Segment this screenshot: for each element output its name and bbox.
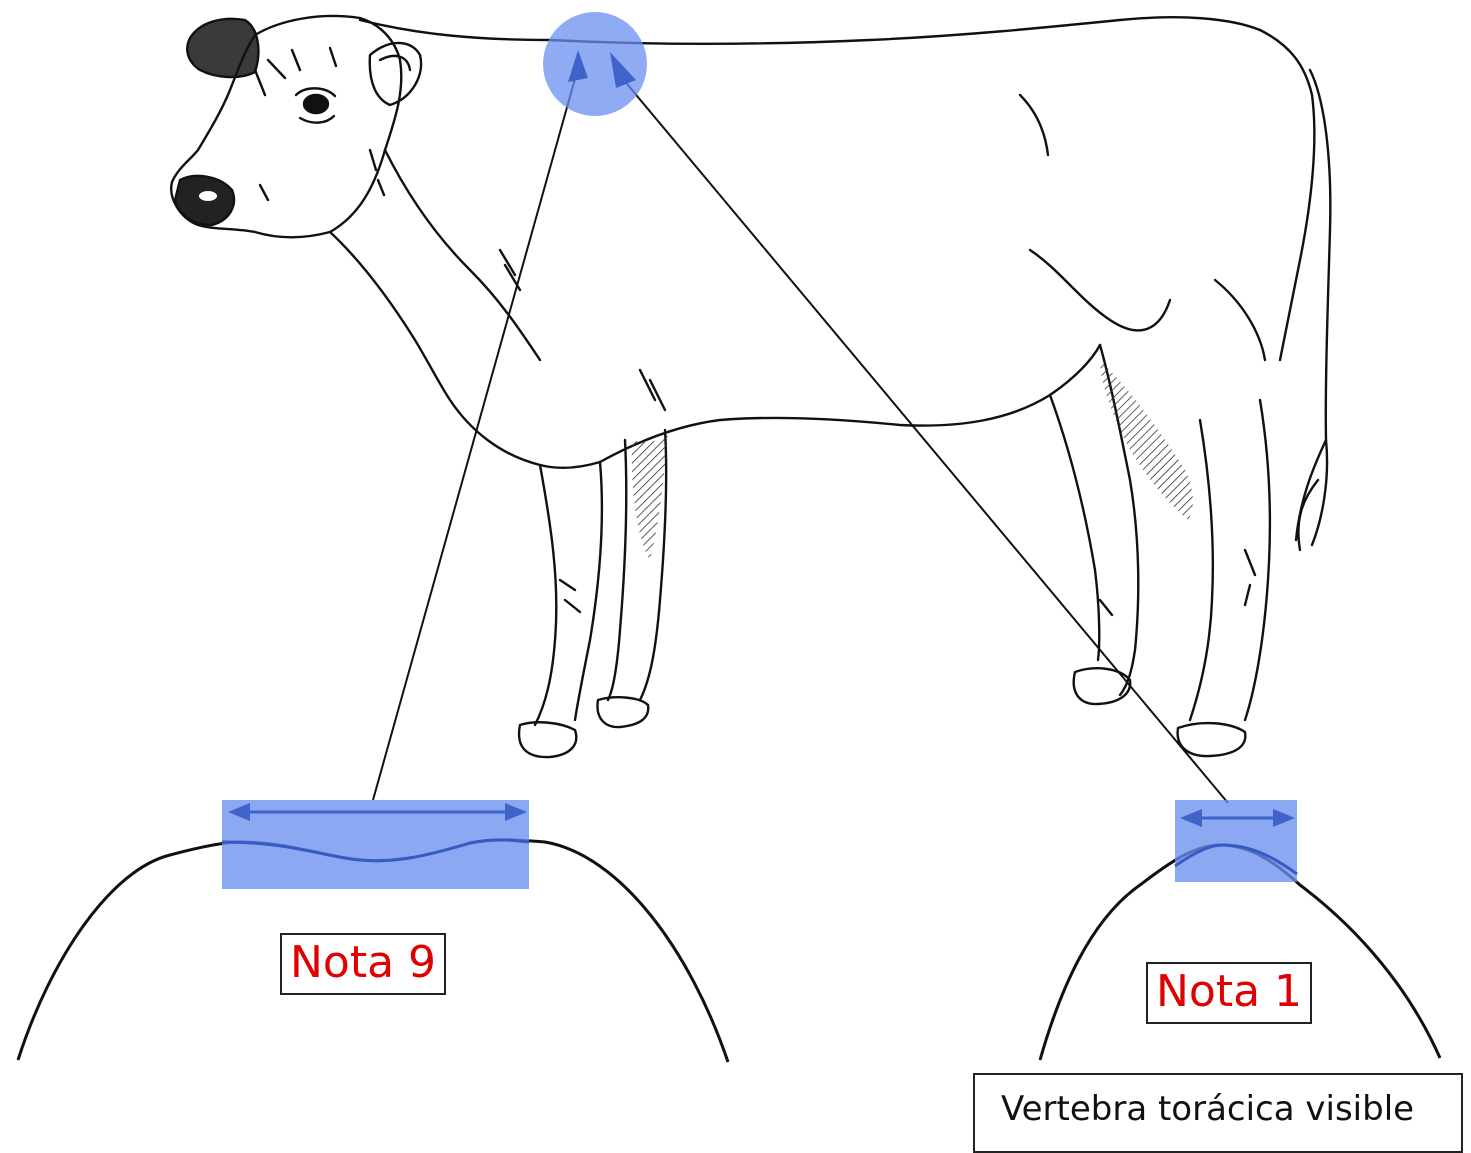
pointer-lines (373, 68, 1228, 803)
cow-back-leg-2 (1190, 420, 1213, 720)
cow-eye (304, 95, 328, 113)
spine-highlight-circle (543, 12, 647, 116)
label-nota-9: Nota 9 (280, 933, 446, 995)
cow-back-shadow (1100, 360, 1193, 520)
cow-ear-right (370, 43, 421, 105)
label-nota-1: Nota 1 (1146, 962, 1312, 1024)
cow-front-shadow (632, 430, 668, 560)
cow-chest (330, 232, 600, 468)
cow-rump (1260, 30, 1314, 360)
cow-tail (1310, 70, 1330, 545)
cow-front-leg-2 (608, 440, 626, 700)
caption-vertebra: Vertebra torácica visible (973, 1073, 1463, 1153)
cow-front-hoof-1 (519, 722, 576, 757)
cow-back (360, 17, 1260, 44)
cow-front-leg-1 (535, 465, 556, 725)
cow-front-hoof-2 (597, 697, 648, 727)
cow-illustration (171, 16, 1330, 757)
cow-belly (600, 345, 1100, 462)
cow-back-hoof-1 (1074, 668, 1130, 704)
cow-back-hoof-2 (1178, 723, 1246, 756)
